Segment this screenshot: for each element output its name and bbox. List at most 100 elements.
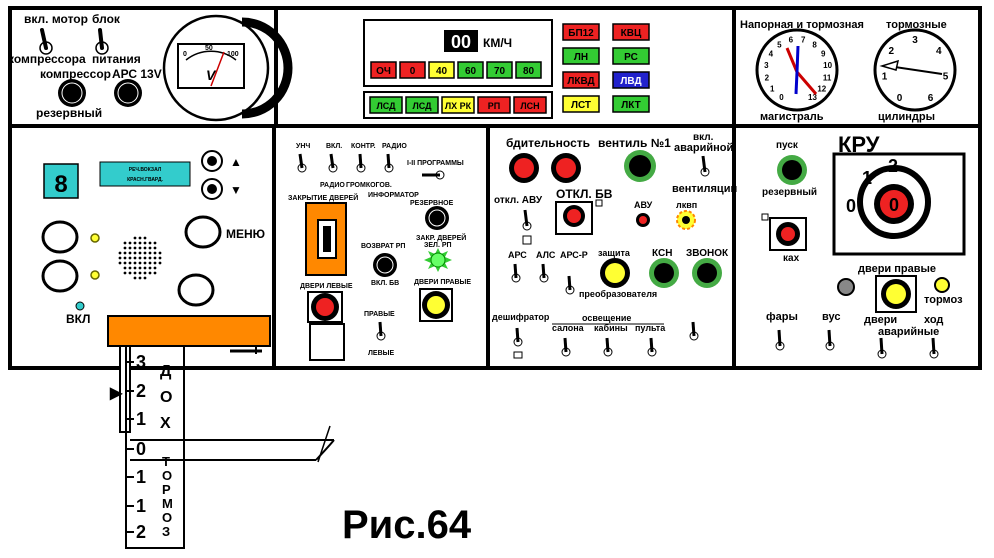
- otkl-avu-label: откл. АВУ: [494, 195, 543, 206]
- preobr-label: преобразователя: [579, 289, 657, 299]
- voltmeter-tick: 100: [227, 51, 239, 58]
- als-label: АЛС: [536, 250, 556, 260]
- side-lamp: ЛВД: [612, 71, 650, 89]
- speed-lamp-label: 40: [436, 66, 448, 77]
- toggle-label: ВКЛ.: [326, 143, 342, 150]
- motor-compressor-toggle[interactable]: [39, 28, 53, 55]
- pulta-label: пульта: [635, 323, 666, 333]
- speed-lamp: ОЧ: [370, 61, 397, 79]
- toggle-label: УНЧ: [296, 143, 310, 150]
- ars-button-label: АРС 13V: [112, 67, 162, 81]
- left-gauge-title: Напорная и тормозная: [740, 19, 864, 31]
- panel-compressor: вкл. мотор компрессора блок питания комп…: [8, 12, 293, 122]
- als-toggle[interactable]: [539, 263, 549, 283]
- salon-light-toggle[interactable]: [561, 337, 571, 357]
- decoder-toggle[interactable]: [513, 327, 523, 359]
- lcd-line-2: КРАСН.ГВАРД.: [127, 177, 163, 183]
- program-toggle[interactable]: [422, 170, 445, 180]
- side-lamp: ЛКТ: [612, 95, 650, 113]
- side-lamp: БП12: [562, 23, 600, 41]
- power-block-toggle[interactable]: [95, 28, 109, 55]
- status-lamp-label: ЛСД: [412, 101, 432, 111]
- figure-caption: Рис.64: [342, 503, 472, 547]
- gray-button[interactable]: [837, 278, 855, 296]
- extra-toggle[interactable]: [689, 321, 699, 341]
- emergency-vent-toggle[interactable]: [700, 155, 710, 177]
- toggle-block-label: блок: [92, 12, 121, 26]
- cabin-light-toggle[interactable]: [603, 337, 613, 357]
- side-lamp-label: ЛКТ: [621, 100, 640, 111]
- otkl-avu-toggle[interactable]: [522, 209, 532, 245]
- arsr-toggle[interactable]: [565, 275, 575, 295]
- emergency-doors-toggle[interactable]: [877, 337, 887, 359]
- zashchita-label: защита: [598, 248, 631, 258]
- right-gauge-tick: 3: [912, 35, 918, 46]
- right-gauge-tick: 5: [943, 71, 949, 82]
- vkl-toggle[interactable]: [328, 153, 338, 173]
- door-side-toggle[interactable]: [376, 321, 386, 341]
- kru-tick: 2: [888, 156, 898, 176]
- brake-letter: Р: [162, 482, 171, 497]
- status-lamp-label: ЛСД: [376, 101, 396, 111]
- radio-toggle[interactable]: [384, 153, 394, 173]
- unch-toggle[interactable]: [297, 153, 307, 173]
- side-lamp: РС: [612, 47, 650, 65]
- brake-letter: М: [162, 496, 173, 511]
- deshifr-label: дешифратор: [492, 312, 550, 322]
- right-gauge-tick: 4: [936, 46, 942, 57]
- status-lamp: ЛСД: [405, 96, 439, 114]
- left-gauge-tick: 8: [812, 40, 817, 49]
- left-gauge-caption: магистраль: [760, 111, 824, 123]
- doors-left-cover: [309, 323, 345, 361]
- lcd-line-1: РЕЧ.ВОКЗАЛ: [129, 167, 162, 173]
- toggle-motor-label-2: компрессора: [8, 52, 86, 66]
- controller-scale-frame: [125, 346, 185, 549]
- lcd-screen: [99, 161, 191, 187]
- dveri-label: двери: [864, 314, 897, 326]
- fary-label: фары: [766, 311, 798, 323]
- osveshchenie-label: освещение: [582, 313, 631, 323]
- outer-frame: [8, 6, 982, 370]
- headlights-toggle[interactable]: [775, 329, 785, 351]
- vozvrat-label: ВОЗВРАТ РП: [361, 243, 405, 250]
- controller-position: 1: [136, 467, 146, 487]
- power-label: ВКЛ: [66, 312, 90, 326]
- controller-handle[interactable]: [107, 315, 271, 347]
- side-lamp: ЛН: [562, 47, 600, 65]
- kabiny-label: кабины: [594, 323, 628, 333]
- vozvrat-label-2: ВКЛ. БВ: [371, 280, 399, 287]
- menu-button[interactable]: [184, 215, 222, 249]
- ars-toggle[interactable]: [511, 263, 521, 283]
- emergency-drive-toggle[interactable]: [929, 337, 939, 359]
- vus-toggle[interactable]: [825, 329, 835, 351]
- program-label: I-II ПРОГРАММЫ: [407, 160, 464, 167]
- salona-label: салона: [552, 323, 585, 333]
- left-gauge-tick: 11: [823, 73, 832, 82]
- speed-lamp: 80: [515, 61, 542, 79]
- controller-position: 0: [136, 439, 146, 459]
- left-gauge-tick: 1: [770, 85, 775, 94]
- left-upper-button[interactable]: [41, 220, 79, 254]
- right-gauge-tick: 2: [888, 46, 894, 57]
- panel-safety: бдительность вентиль №1 вкл. аварийной в…: [492, 132, 737, 359]
- left-lower-button[interactable]: [41, 259, 79, 293]
- kontr-toggle[interactable]: [356, 153, 366, 173]
- speed-lamp: 40: [428, 61, 455, 79]
- pusk-label: пуск: [776, 140, 799, 151]
- speaker-grille: [118, 236, 162, 280]
- panel-light-toggle[interactable]: [647, 337, 657, 357]
- side-lamp-label: ЛВД: [620, 76, 641, 87]
- red-needle: [785, 47, 799, 73]
- controller-position: 3: [136, 352, 146, 372]
- speed-lamp: 0: [399, 61, 426, 79]
- left-gauge-tick: 10: [823, 61, 832, 70]
- door-close-switch[interactable]: [305, 202, 347, 276]
- under-label: РАДИО: [320, 182, 345, 189]
- kru-tick: 0: [846, 196, 856, 216]
- right-lower-button[interactable]: [177, 273, 215, 307]
- speed-display: [444, 30, 478, 52]
